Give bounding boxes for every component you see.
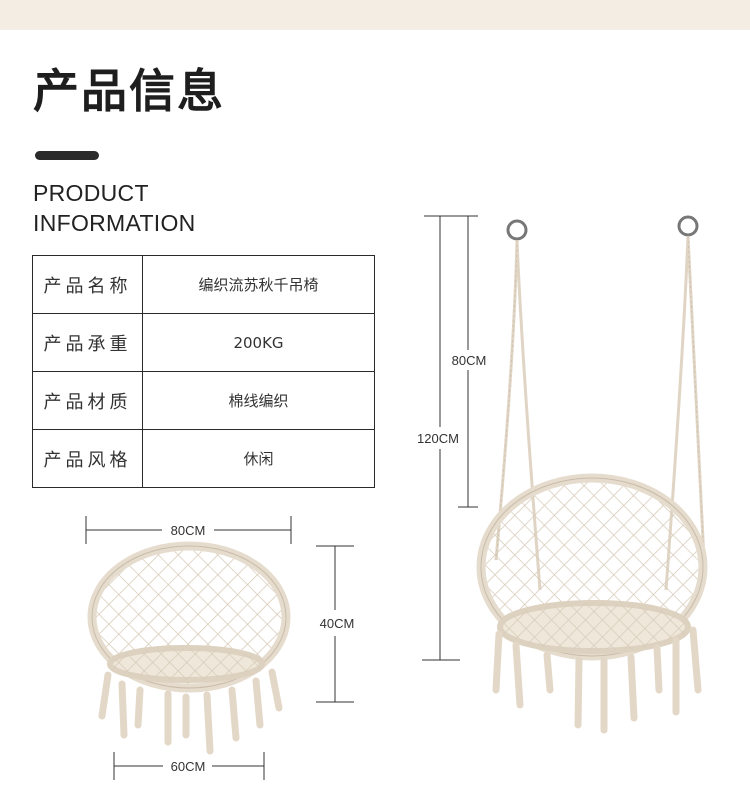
dimension-lines-right [422,215,478,661]
spec-label: 产品材质 [32,371,143,430]
total-height-label: 120CM [417,431,459,446]
rope-length-label: 80CM [452,353,487,368]
spec-label: 产品风格 [32,429,143,488]
subtitle-line-1: PRODUCT [33,180,149,206]
spec-label: 产品名称 [32,255,143,314]
page-subtitle: PRODUCT INFORMATION [33,178,196,238]
spec-value: 200KG [142,313,375,372]
table-row: 产品风格 休闲 [32,429,375,488]
table-row: 产品承重 200KG [32,313,375,372]
seat-width-label: 80CM [171,523,206,538]
page-title: 产品信息 [33,64,225,118]
swing-chair-illustration [87,541,291,755]
spec-label: 产品承重 [32,313,143,372]
title-underline [35,151,99,160]
base-width-label: 60CM [171,759,206,774]
top-band [0,0,750,30]
seat-height-label: 40CM [320,616,355,631]
spec-value: 休闲 [142,429,375,488]
swing-chair-illustration [476,235,708,734]
hanging-ring-icon [506,215,699,241]
table-row: 产品材质 棉线编织 [32,371,375,430]
dimension-lines-left [85,516,354,780]
table-row: 产品名称 编织流苏秋千吊椅 [32,255,375,314]
spec-value: 棉线编织 [142,371,375,430]
spec-value: 编织流苏秋千吊椅 [142,255,375,314]
subtitle-line-2: INFORMATION [33,210,196,236]
spec-table: 产品名称 编织流苏秋千吊椅 产品承重 200KG 产品材质 棉线编织 产品风格 … [32,255,375,488]
